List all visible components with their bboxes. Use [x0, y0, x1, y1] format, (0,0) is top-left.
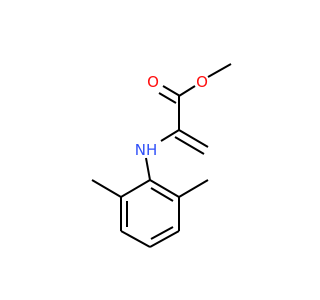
bond-nitrogen-ring [145, 157, 151, 181]
ring-bond-3-4 [149, 230, 180, 248]
amine-nh-label: NH [135, 141, 158, 159]
ring-bond-4-5 [120, 230, 151, 248]
ring-bond-6-1 [120, 179, 151, 198]
bond-carbonyl-double-b [158, 92, 177, 104]
ester-oxygen-label: O [196, 73, 208, 91]
ring-bond-1-2 [149, 179, 180, 198]
bond-vinyl-double-a [178, 129, 209, 148]
bond-methyl-left [91, 179, 122, 198]
ring-inner-1-2 [150, 187, 174, 202]
molecule-structure-drawing: O O NH [91, 63, 232, 248]
ring-inner-3-4 [150, 226, 174, 240]
carbonyl-oxygen-label: O [147, 73, 159, 91]
bond-carbonyl-double-a [162, 85, 181, 97]
bond-vinyl-double-b [174, 136, 205, 155]
bond-alpha-nitrogen [160, 129, 180, 142]
bond-ester-oxygen-carbonyl-carbon [178, 85, 196, 97]
bonds [91, 63, 232, 248]
bond-methyl-right [178, 179, 209, 198]
bond-methyl-ester-oxygen [207, 63, 232, 78]
